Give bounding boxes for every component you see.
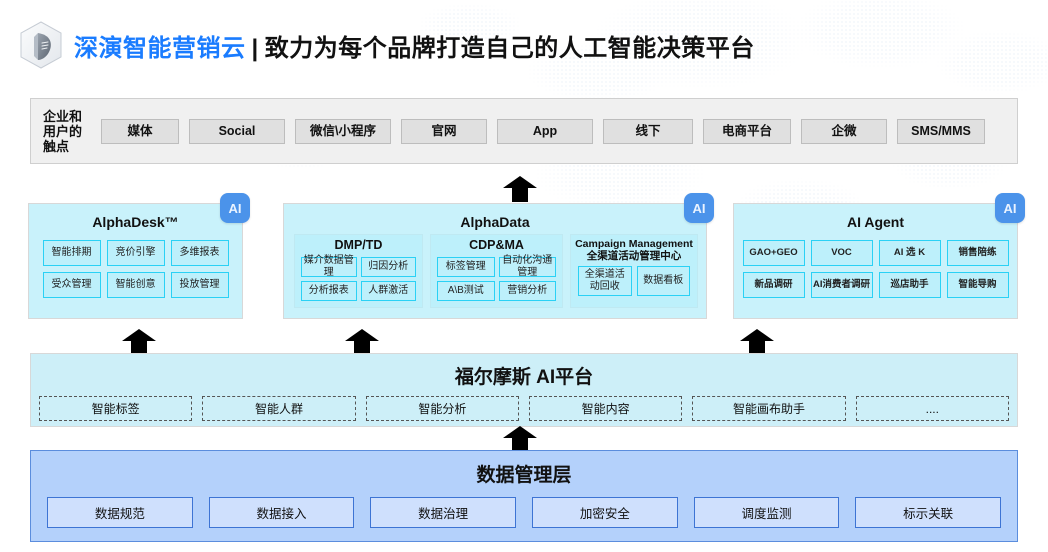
ai-badge: AI	[220, 193, 250, 223]
data-layer-item-row: 数据规范 数据接入 数据治理 加密安全 调度监测 标示关联	[31, 497, 1017, 528]
group-campaign-management: Campaign Management 全渠道活动管理中心 全渠道活动回收 数据…	[570, 234, 698, 308]
ai-agent-cell[interactable]: GAO+GEO	[742, 240, 805, 266]
band-title-ai-platform: 福尔摩斯 AI平台	[454, 367, 594, 388]
ai-agent-cell[interactable]: 销售陪练	[946, 240, 1009, 266]
band-data-layer: 数据管理层 数据规范 数据接入 数据治理 加密安全 调度监测 标示关联	[30, 450, 1018, 542]
panel-title-alphadesk: AlphaDesk™	[92, 214, 179, 230]
campaign-cell[interactable]: 全渠道活动回收	[578, 266, 632, 296]
data-layer-item[interactable]: 标示关联	[855, 497, 1002, 528]
page-title: 深演智能营销云 | 致力为每个品牌打造自己的人工智能决策平台	[74, 28, 755, 63]
arrow-up-icon	[503, 176, 537, 202]
dmp-cell[interactable]: 媒介数据管理	[301, 255, 357, 278]
touchpoint-chip[interactable]: 微信\小程序	[295, 118, 391, 144]
ai-platform-item[interactable]: 智能画布助手	[692, 396, 846, 421]
panel-title-alphadata: AlphaData	[460, 214, 530, 230]
cdp-cell[interactable]: 标签管理	[437, 257, 495, 277]
ai-platform-item[interactable]: 智能分析	[365, 396, 519, 421]
ai-agent-cell[interactable]: AI消费者调研	[810, 272, 873, 298]
dmp-cell[interactable]: 归因分析	[360, 257, 416, 277]
group-subtitle-campaign-management: 全渠道活动管理中心	[586, 250, 682, 262]
group-title-campaign-management: Campaign Management	[575, 238, 693, 250]
group-title-cdp-ma: CDP&MA	[469, 238, 524, 252]
touchpoints-list: 媒体 Social 微信\小程序 官网 App 线下 电商平台 企微 SMS/M…	[101, 118, 985, 144]
panel-alphadata: AI AlphaData DMP/TD 媒介数据管理 归因分析 分析报表 人群激…	[283, 193, 714, 319]
ai-platform-item[interactable]: ....	[855, 396, 1009, 421]
data-layer-item[interactable]: 数据接入	[208, 497, 355, 528]
alphadesk-cell[interactable]: 竞价引擎	[106, 240, 165, 266]
campaign-cell[interactable]: 数据看板	[636, 266, 690, 296]
group-cdp-ma: CDP&MA 标签管理 自动化沟通管理 A\B测试 营销分析	[430, 234, 563, 308]
arrow-up-icon	[503, 426, 537, 452]
touchpoint-chip[interactable]: App	[497, 118, 593, 144]
ai-badge: AI	[995, 193, 1025, 223]
touchpoint-chip[interactable]: SMS/MMS	[897, 118, 985, 144]
ai-platform-item-row: 智能标签 智能人群 智能分析 智能内容 智能画布助手 ....	[31, 396, 1017, 421]
touchpoint-chip[interactable]: 媒体	[101, 118, 179, 144]
alphadesk-cell[interactable]: 投放管理	[170, 272, 229, 298]
ai-badge: AI	[684, 193, 714, 223]
dmp-cell[interactable]: 人群激活	[360, 281, 416, 301]
ai-agent-cell[interactable]: 巡店助手	[878, 272, 941, 298]
group-dmp-td: DMP/TD 媒介数据管理 归因分析 分析报表 人群激活	[294, 234, 423, 308]
ai-agent-cell[interactable]: AI 选 K	[878, 240, 941, 266]
alphadesk-cell-grid: 智能排期 竞价引擎 多维报表 受众管理 智能创意 投放管理	[29, 240, 242, 298]
touchpoint-chip[interactable]: 企微	[801, 118, 887, 144]
arrow-up-icon	[345, 329, 379, 355]
band-ai-platform: 福尔摩斯 AI平台 智能标签 智能人群 智能分析 智能内容 智能画布助手 ...…	[30, 353, 1018, 427]
cdp-cell[interactable]: 营销分析	[498, 281, 556, 301]
dmp-cell-grid: 媒介数据管理 归因分析 分析报表 人群激活	[301, 255, 416, 301]
ai-agent-cell[interactable]: 新品调研	[742, 272, 805, 298]
arrow-up-icon	[740, 329, 774, 355]
ai-platform-item[interactable]: 智能标签	[39, 396, 193, 421]
hex-cube-logo-icon	[18, 20, 64, 70]
cdp-cell[interactable]: A\B测试	[437, 281, 495, 301]
touchpoint-chip[interactable]: Social	[189, 118, 285, 144]
band-title-data-layer: 数据管理层	[476, 465, 572, 486]
brand-name: 深演智能营销云	[74, 34, 246, 62]
cdp-cell[interactable]: 自动化沟通管理	[498, 255, 556, 278]
touchpoints-label: 企业和用户的触点	[43, 108, 83, 154]
ai-agent-cell[interactable]: 智能导购	[946, 272, 1009, 298]
arrow-up-icon	[122, 329, 156, 355]
alphadesk-cell[interactable]: 智能排期	[42, 240, 101, 266]
panel-title-ai-agent: AI Agent	[846, 214, 905, 230]
data-layer-item[interactable]: 调度监测	[693, 497, 840, 528]
dmp-cell[interactable]: 分析报表	[301, 281, 357, 301]
page-header: 深演智能营销云 | 致力为每个品牌打造自己的人工智能决策平台	[18, 20, 755, 70]
touchpoints-band: 企业和用户的触点 媒体 Social 微信\小程序 官网 App 线下 电商平台…	[30, 98, 1018, 164]
alphadesk-cell[interactable]: 受众管理	[42, 272, 101, 298]
tagline: 致力为每个品牌打造自己的人工智能决策平台	[264, 34, 755, 62]
panel-alphadesk: AI AlphaDesk™ 智能排期 竞价引擎 多维报表 受众管理 智能创意 投…	[28, 193, 250, 319]
ai-platform-item[interactable]: 智能人群	[202, 396, 356, 421]
data-layer-item[interactable]: 数据规范	[46, 497, 193, 528]
alphadesk-cell[interactable]: 多维报表	[170, 240, 229, 266]
panel-ai-agent: AI AI Agent GAO+GEO VOC AI 选 K 销售陪练 新品调研…	[733, 193, 1025, 319]
touchpoint-chip[interactable]: 官网	[401, 118, 487, 144]
touchpoint-chip[interactable]: 线下	[603, 118, 693, 144]
touchpoint-chip[interactable]: 电商平台	[703, 118, 791, 144]
title-separator: |	[251, 34, 259, 62]
data-layer-item[interactable]: 数据治理	[370, 497, 516, 528]
alphadesk-cell[interactable]: 智能创意	[106, 272, 165, 298]
data-layer-item[interactable]: 加密安全	[532, 497, 678, 528]
ai-agent-cell-grid: GAO+GEO VOC AI 选 K 销售陪练 新品调研 AI消费者调研 巡店助…	[734, 240, 1017, 298]
ai-agent-cell[interactable]: VOC	[810, 240, 873, 266]
cdp-cell-grid: 标签管理 自动化沟通管理 A\B测试 营销分析	[437, 255, 556, 301]
ai-platform-item[interactable]: 智能内容	[529, 396, 683, 421]
group-title-dmp-td: DMP/TD	[334, 238, 383, 252]
campaign-cell-grid: 全渠道活动回收 数据看板	[578, 266, 690, 296]
